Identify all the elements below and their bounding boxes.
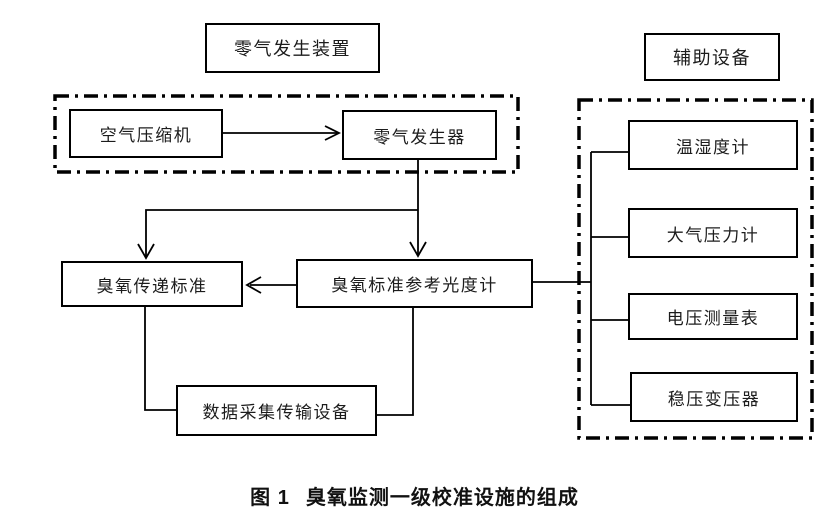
figure-caption-number: 图 1 [250,487,290,509]
edge-photometer-to-data [377,308,414,416]
node-data-acquisition-transmission: 数据采集传输设备 [176,385,377,436]
node-zero-gas-generator-label: 零气发生器 [373,127,466,147]
auxiliary-group-border [577,98,814,440]
figure-caption: 图 1 臭氧监测一级校准设施的组成 [0,481,829,510]
node-temperature-humidity-meter: 温湿度计 [628,120,798,170]
node-temperature-humidity-meter-label: 温湿度计 [676,137,750,157]
arrowhead-generator-to-photometer [409,241,427,258]
group-title-zero-gas: 零气发生装置 [205,23,380,73]
node-ozone-transfer-standard: 臭氧传递标准 [61,261,243,307]
node-data-acquisition-transmission-label: 数据采集传输设备 [202,403,351,422]
node-voltage-meter: 电压测量表 [628,293,798,340]
arrowhead-photometer-to-transfer-standard [245,276,262,294]
node-air-compressor: 空气压缩机 [69,109,223,158]
node-ozone-transfer-standard-label: 臭氧传递标准 [96,276,208,296]
node-barometric-pressure-meter-label: 大气压力计 [666,225,760,245]
edge-transfer-standard-to-data [144,307,176,411]
node-ozone-reference-photometer: 臭氧标准参考光度计 [296,259,533,308]
zero-gas-group-border [53,94,520,174]
group-title-zero-gas-label: 零气发生装置 [234,39,351,59]
group-title-auxiliary: 辅助设备 [644,33,780,81]
node-barometric-pressure-meter: 大气压力计 [628,208,798,258]
node-voltage-stabilizing-transformer-label: 稳压变压器 [667,389,761,409]
arrowhead-compressor-to-generator [324,125,342,141]
group-title-auxiliary-label: 辅助设备 [673,48,751,68]
node-voltage-meter-label: 电压测量表 [666,309,760,328]
figure-caption-title: 臭氧监测一级校准设施的组成 [305,487,579,509]
arrowhead-generator-to-transfer-standard [137,243,155,260]
edge-generator-to-transfer-standard [145,209,418,257]
node-ozone-reference-photometer-label: 臭氧标准参考光度计 [331,276,498,295]
node-voltage-stabilizing-transformer: 稳压变压器 [630,372,798,422]
node-air-compressor-label: 空气压缩机 [99,126,193,145]
node-zero-gas-generator: 零气发生器 [342,110,497,160]
